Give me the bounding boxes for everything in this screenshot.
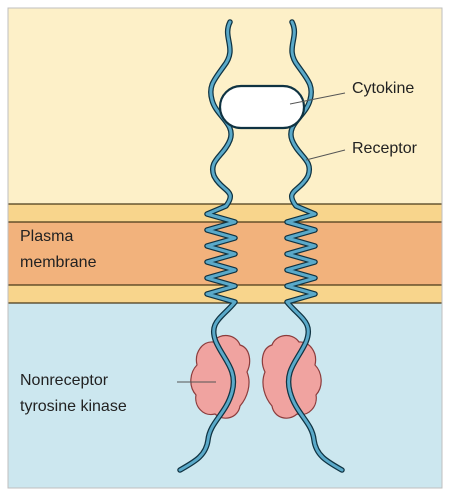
receptor-label: Receptor [352, 138, 417, 160]
kinase-label-line1: Nonreceptor [20, 370, 108, 392]
plasma-membrane-label-line1: Plasma [20, 226, 73, 248]
plasma-membrane-label-line2: membrane [20, 252, 96, 274]
kinase-right [262, 336, 321, 419]
kinase-label-line2: tyrosine kinase [20, 396, 127, 418]
cytokine-label: Cytokine [352, 78, 414, 100]
cytokine [220, 86, 304, 128]
